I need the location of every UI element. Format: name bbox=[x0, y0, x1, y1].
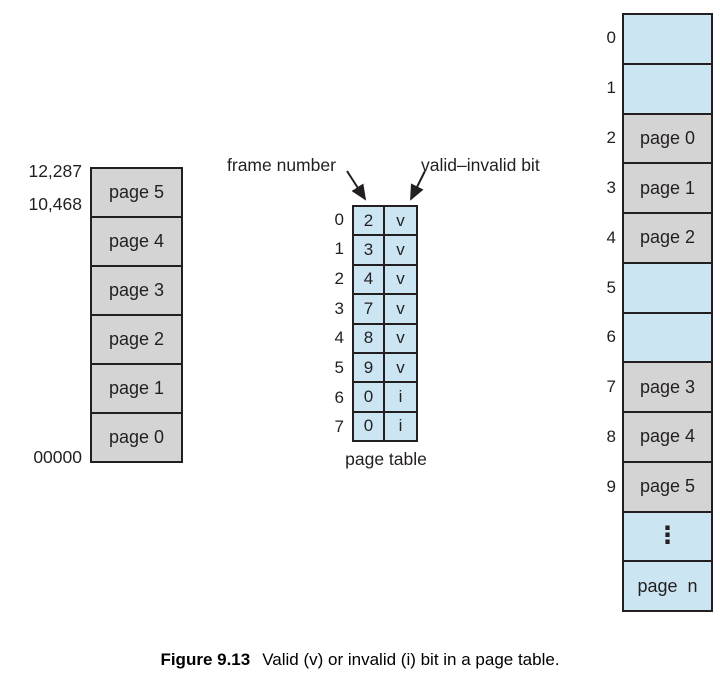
physical-frame-ellipsis: ⋮ bbox=[624, 512, 711, 563]
physical-frame-1 bbox=[624, 64, 711, 115]
frame-number-label: frame number bbox=[227, 155, 336, 175]
page-table-index-4: 4 bbox=[334, 328, 344, 348]
page-table-index-5: 5 bbox=[334, 357, 344, 377]
valid-bit-cell-2: v bbox=[385, 265, 416, 294]
frame-number-arrow bbox=[346, 170, 367, 201]
valid-bit-cell-5: v bbox=[385, 353, 416, 382]
frame-index-8: 8 bbox=[606, 427, 616, 447]
frame-number-cell-3: 7 bbox=[354, 295, 385, 323]
frame-index-4: 4 bbox=[606, 227, 616, 247]
page-table-index-1: 1 bbox=[334, 239, 344, 259]
logical-page-cell-1: page 1 bbox=[92, 365, 181, 414]
valid-bit-cell-4: v bbox=[385, 324, 416, 352]
logical-page-cell-0: page 0 bbox=[92, 414, 181, 461]
physical-frame-2: page 0 bbox=[624, 114, 711, 165]
physical-frame-9: page 5 bbox=[624, 462, 711, 513]
frame-index-ellipsis bbox=[586, 512, 616, 562]
frame-number-cell-5: 9 bbox=[354, 353, 385, 382]
frame-number-cell-2: 4 bbox=[354, 265, 385, 294]
physical-frame-7: page 3 bbox=[624, 363, 711, 413]
frame-index-3: 3 bbox=[606, 177, 616, 197]
logical-page-cell-5: page 5 bbox=[92, 169, 181, 218]
frame-index-n bbox=[586, 562, 616, 612]
valid-bit-cell-3: v bbox=[385, 295, 416, 323]
page-table-indices: 0 1 2 3 4 5 6 7 bbox=[314, 205, 344, 442]
physical-frame-n: page n bbox=[624, 562, 711, 610]
frame-number-cell-1: 3 bbox=[354, 236, 385, 264]
frame-number-cell-0: 2 bbox=[354, 207, 385, 235]
page-table-row-4: 8 v bbox=[354, 324, 416, 354]
logical-memory-column: page 5 page 4 page 3 page 2 page 1 page … bbox=[90, 167, 183, 463]
page-table-index-7: 7 bbox=[334, 417, 344, 437]
physical-frame-0 bbox=[624, 15, 711, 65]
frame-index-0: 0 bbox=[606, 27, 616, 47]
logical-page-cell-2: page 2 bbox=[92, 316, 181, 365]
valid-bit-cell-1: v bbox=[385, 236, 416, 264]
valid-invalid-bit-label: valid–invalid bit bbox=[421, 155, 540, 175]
physical-frame-6 bbox=[624, 313, 711, 364]
page-table-row-5: 9 v bbox=[354, 353, 416, 384]
page-table-index-2: 2 bbox=[334, 269, 344, 289]
physical-frame-5 bbox=[624, 263, 711, 314]
address-mid-label: 10,468 bbox=[28, 194, 82, 214]
page-table-index-0: 0 bbox=[334, 209, 344, 229]
page-table-row-2: 4 v bbox=[354, 265, 416, 296]
physical-frame-3: page 1 bbox=[624, 164, 711, 214]
physical-memory-column: page 0 page 1 page 2 page 3 page 4 page … bbox=[622, 13, 713, 612]
page-table-label: page table bbox=[345, 449, 427, 469]
frame-number-cell-7: 0 bbox=[354, 412, 385, 440]
frame-number-cell-4: 8 bbox=[354, 324, 385, 352]
physical-frame-8: page 4 bbox=[624, 413, 711, 463]
frame-index-5: 5 bbox=[606, 277, 616, 297]
figure-caption-label: Figure 9.13 bbox=[160, 650, 251, 669]
page-table-row-1: 3 v bbox=[354, 236, 416, 266]
page-table-index-3: 3 bbox=[334, 298, 344, 318]
figure-caption-text: Valid (v) or invalid (i) bit in a page t… bbox=[262, 650, 560, 669]
logical-page-cell-4: page 4 bbox=[92, 218, 181, 267]
page-table-index-6: 6 bbox=[334, 387, 344, 407]
valid-bit-cell-6: i bbox=[385, 383, 416, 411]
valid-bit-cell-0: v bbox=[385, 207, 416, 235]
physical-frame-indices: 0 1 2 3 4 5 6 7 8 9 bbox=[586, 13, 616, 612]
page-table-row-0: 2 v bbox=[354, 207, 416, 237]
page-table-row-6: 0 i bbox=[354, 383, 416, 413]
logical-page-cell-3: page 3 bbox=[92, 267, 181, 316]
page-table-row-3: 7 v bbox=[354, 295, 416, 325]
address-bottom-label: 00000 bbox=[33, 447, 82, 467]
frame-index-9: 9 bbox=[606, 477, 616, 497]
frame-index-6: 6 bbox=[606, 327, 616, 347]
frame-index-7: 7 bbox=[606, 377, 616, 397]
frame-index-1: 1 bbox=[606, 77, 616, 97]
address-top-label: 12,287 bbox=[28, 161, 82, 181]
page-table-row-7: 0 i bbox=[354, 412, 416, 440]
page-table: 2 v 3 v 4 v 7 v 8 v 9 v 0 i 0 i bbox=[352, 205, 418, 442]
physical-frame-4: page 2 bbox=[624, 214, 711, 264]
figure-caption: Figure 9.13 Valid (v) or invalid (i) bit … bbox=[0, 650, 720, 670]
frame-number-cell-6: 0 bbox=[354, 383, 385, 411]
valid-bit-cell-7: i bbox=[385, 412, 416, 440]
frame-index-2: 2 bbox=[606, 127, 616, 147]
